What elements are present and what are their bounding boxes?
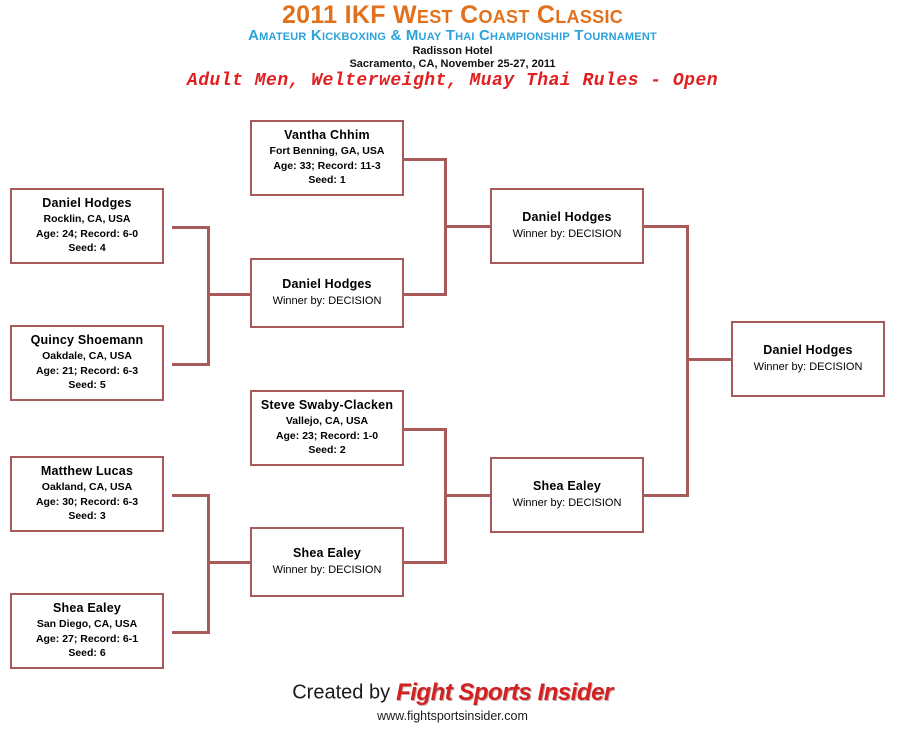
competitor-location: Oakland, CA, USA [41,481,133,494]
bracket-winner-semifinal-hodges[interactable]: Daniel Hodges Winner by: DECISION [490,188,644,264]
competitor-name: Daniel Hodges [42,196,132,211]
connector-stub [402,561,447,564]
competitor-location: Rocklin, CA, USA [43,213,131,226]
connector-stub [207,561,251,564]
event-subtitle: Amateur Kickboxing & Muay Thai Champions… [248,27,657,44]
winner-name: Shea Ealey [532,478,601,493]
connector-stub [642,494,689,497]
bracket-competitor-shea-ealey[interactable]: Shea Ealey San Diego, CA, USA Age: 27; R… [10,593,164,669]
competitor-location: Fort Benning, GA, USA [269,145,385,158]
winner-result: Winner by: DECISION [512,228,622,241]
winner-result: Winner by: DECISION [272,564,382,577]
bracket-competitor-quincy-shoemann[interactable]: Quincy Shoemann Oakdale, CA, USA Age: 21… [10,325,164,401]
connector-stub [172,363,210,366]
winner-result: Winner by: DECISION [512,497,622,510]
champion-result: Winner by: DECISION [753,361,863,374]
connector-stub [207,293,251,296]
footer-created-by-label: Created by [292,681,391,704]
connector-stub [402,158,447,161]
bracket-competitor-steve-swaby-clacken[interactable]: Steve Swaby-Clacken Vallejo, CA, USA Age… [250,390,404,466]
bracket-winner-round2-hodges[interactable]: Daniel Hodges Winner by: DECISION [250,258,404,328]
competitor-stats: Age: 33; Record: 11-3 [273,159,381,172]
competitor-name: Shea Ealey [52,601,121,616]
connector-stub [444,494,491,497]
competitor-seed: Seed: 5 [68,379,106,392]
connector-stub [172,226,210,229]
winner-name: Daniel Hodges [522,209,612,224]
competitor-name: Steve Swaby-Clacken [260,398,394,413]
competitor-stats: Age: 24; Record: 6-0 [35,227,139,240]
footer-website-url: www.fightsportsinsider.com [377,709,528,723]
competitor-name: Matthew Lucas [40,464,134,479]
competitor-stats: Age: 30; Record: 6-3 [35,495,139,508]
connector-vertical [686,225,689,497]
division-title: Adult Men, Welterweight, Muay Thai Rules… [186,71,719,91]
event-title: 2011 IKF West Coast Classic [281,1,624,29]
connector-stub [686,358,733,361]
bracket-champion[interactable]: Daniel Hodges Winner by: DECISION [731,321,885,397]
connector-vertical [207,494,210,634]
competitor-stats: Age: 23; Record: 1-0 [275,429,379,442]
competitor-seed: Seed: 1 [308,174,346,187]
connector-stub [642,225,689,228]
connector-stub [402,293,447,296]
connector-stub [172,494,210,497]
competitor-seed: Seed: 2 [308,444,346,457]
bracket-competitor-vantha-chhim[interactable]: Vantha Chhim Fort Benning, GA, USA Age: … [250,120,404,196]
competitor-name: Vantha Chhim [284,128,370,143]
bracket-winner-round2-ealey[interactable]: Shea Ealey Winner by: DECISION [250,527,404,597]
venue-name: Radisson Hotel [412,45,493,57]
competitor-name: Quincy Shoemann [30,333,144,348]
competitor-stats: Age: 27; Record: 6-1 [35,632,139,645]
winner-result: Winner by: DECISION [272,295,382,308]
competitor-location: Vallejo, CA, USA [285,415,369,428]
competitor-seed: Seed: 4 [68,242,106,255]
winner-name: Shea Ealey [292,545,361,560]
connector-stub [172,631,210,634]
bracket-winner-semifinal-ealey[interactable]: Shea Ealey Winner by: DECISION [490,457,644,533]
event-date-location: Sacramento, CA, November 25-27, 2011 [349,58,556,70]
connector-vertical [207,226,210,366]
fight-sports-insider-logo: Fight Sports Insider [396,679,613,706]
competitor-location: San Diego, CA, USA [36,618,138,631]
competitor-location: Oakdale, CA, USA [42,350,132,363]
competitor-seed: Seed: 3 [68,510,106,523]
champion-name: Daniel Hodges [763,342,853,357]
competitor-stats: Age: 21; Record: 6-3 [35,364,139,377]
bracket-competitor-daniel-hodges[interactable]: Daniel Hodges Rocklin, CA, USA Age: 24; … [10,188,164,264]
bracket-competitor-matthew-lucas[interactable]: Matthew Lucas Oakland, CA, USA Age: 30; … [10,456,164,532]
winner-name: Daniel Hodges [282,276,372,291]
competitor-seed: Seed: 6 [68,647,106,660]
connector-stub [402,428,447,431]
connector-stub [444,225,491,228]
